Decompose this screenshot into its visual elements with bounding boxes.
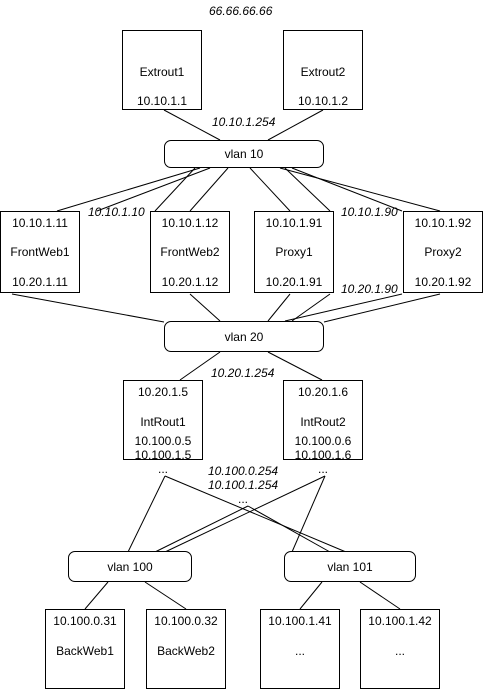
introut2-ip-top: 10.20.1.6 xyxy=(297,385,349,399)
extrout1-ip: 10.10.1.1 xyxy=(136,94,188,108)
introut2-more: ... xyxy=(318,462,329,476)
vlan20-gateway-label: 10.20.1.254 xyxy=(211,366,275,380)
link-frontweb1-vlan20 xyxy=(11,293,165,323)
link-vlan10-frontweb2 xyxy=(189,167,229,212)
link-frontweb2-vlan20 xyxy=(189,293,221,322)
introut1-node[interactable]: 10.20.1.5 IntRout1 10.100.0.5 10.100.1.5 xyxy=(123,380,203,462)
link-introut1-vlan101 xyxy=(164,475,347,553)
backend-host-42-node[interactable]: 10.100.1.42 ... xyxy=(360,609,440,689)
link-proxy1-vlan20 xyxy=(267,293,291,322)
external-ip-label: 66.66.66.66 xyxy=(209,4,273,18)
introut1-more: ... xyxy=(158,462,169,476)
link-vlan10-vip2-proxy1 xyxy=(284,167,331,212)
link-vlan101-backend2 xyxy=(359,581,401,610)
proxy1-ip-top: 10.10.1.91 xyxy=(265,216,323,230)
link-vip-vlan20-a xyxy=(284,293,403,322)
frontweb2-ip-top: 10.10.1.12 xyxy=(161,216,219,230)
link-vlan10-proxy1 xyxy=(249,167,291,212)
link-vlan20-introut2 xyxy=(267,351,323,381)
proxy1-node[interactable]: 10.10.1.91 Proxy1 10.20.1.91 xyxy=(254,211,334,293)
proxy2-name: Proxy2 xyxy=(424,245,462,259)
introut1-name: IntRout1 xyxy=(140,415,186,429)
link-vlan10-vip1-frontweb2 xyxy=(154,167,196,212)
frontweb2-name: FrontWeb2 xyxy=(160,245,220,259)
link-introut2-vlan100 xyxy=(164,475,326,553)
backweb2-node[interactable]: 10.100.0.32 BackWeb2 xyxy=(146,609,226,689)
link-vlan100-backweb1 xyxy=(84,581,109,610)
vlan100-node[interactable]: vlan 100 xyxy=(68,551,192,582)
backweb2-name: BackWeb2 xyxy=(157,644,215,658)
vlan101-label: vlan 101 xyxy=(327,559,373,574)
introut2-ip-a: 10.100.0.6 xyxy=(294,434,352,448)
introut1-ip-top: 10.20.1.5 xyxy=(137,385,189,399)
link-gw-vlan100 xyxy=(154,505,249,553)
vlan100-label: vlan 100 xyxy=(107,559,153,574)
extrout2-ip: 10.10.1.2 xyxy=(297,94,349,108)
link-introut1-vlan100 xyxy=(127,475,166,553)
int-gateway-vlan101: 10.100.1.254 xyxy=(208,478,279,492)
link-vlan10-vip2-proxy2 xyxy=(291,167,403,212)
backweb2-ip: 10.100.0.32 xyxy=(154,614,218,628)
backend-host-41-ip: 10.100.1.41 xyxy=(268,614,332,628)
backweb1-node[interactable]: 10.100.0.31 BackWeb1 xyxy=(45,609,125,689)
vlan101-node[interactable]: vlan 101 xyxy=(284,551,416,582)
vlan20-vip-label: 10.20.1.90 xyxy=(341,282,398,296)
int-gateway-more: ... xyxy=(238,492,249,506)
introut1-ip-b: 10.100.1.5 xyxy=(134,448,192,462)
link-extrout2-vlan10 xyxy=(267,109,324,141)
vlan10-vip-proxy: 10.10.1.90 xyxy=(341,205,398,219)
link-vlan10-vip1-frontweb1 xyxy=(96,167,211,212)
backend-host-42-ip: 10.100.1.42 xyxy=(368,614,432,628)
vlan10-node[interactable]: vlan 10 xyxy=(164,140,324,168)
introut2-node[interactable]: 10.20.1.6 IntRout2 10.100.0.6 10.100.1.6 xyxy=(283,380,363,462)
proxy2-ip-top: 10.10.1.92 xyxy=(414,216,472,230)
int-gateway-vlan100: 10.100.0.254 xyxy=(208,464,279,478)
vlan10-gateway-label: 10.10.1.254 xyxy=(212,115,276,129)
extrout2-name: Extrout2 xyxy=(300,65,346,79)
introut2-name: IntRout2 xyxy=(300,415,346,429)
vlan10-label: vlan 10 xyxy=(224,147,264,161)
frontweb1-name: FrontWeb1 xyxy=(10,245,70,259)
frontweb1-ip-bottom: 10.20.1.11 xyxy=(12,275,68,289)
link-gw-vlan101 xyxy=(247,505,331,553)
frontweb2-node[interactable]: 10.10.1.12 FrontWeb2 10.20.1.12 xyxy=(150,211,230,293)
backend-host-42-name: ... xyxy=(394,644,405,658)
link-vlan20-introut1 xyxy=(179,351,221,381)
backweb1-name: BackWeb1 xyxy=(56,644,114,658)
backend-host-41-node[interactable]: 10.100.1.41 ... xyxy=(260,609,340,689)
vlan10-vip-front: 10.10.1.10 xyxy=(88,205,145,219)
link-vlan10-frontweb1 xyxy=(56,167,201,212)
proxy2-node[interactable]: 10.10.1.92 Proxy2 10.20.1.92 xyxy=(403,211,483,293)
introut1-ip-a: 10.100.0.5 xyxy=(134,434,192,448)
frontweb1-ip-top: 10.10.1.11 xyxy=(12,216,68,230)
link-vip-vlan20-b xyxy=(291,293,331,322)
link-extrout1-vlan10 xyxy=(163,109,221,141)
frontweb1-node[interactable]: 10.10.1.11 FrontWeb1 10.20.1.11 xyxy=(0,211,80,293)
frontweb2-ip-bottom: 10.20.1.12 xyxy=(161,275,219,289)
vlan20-node[interactable]: vlan 20 xyxy=(164,321,324,352)
extrout1-name: Extrout1 xyxy=(139,65,185,79)
introut2-ip-b: 10.100.1.6 xyxy=(294,448,352,462)
vlan20-label: vlan 20 xyxy=(224,329,264,344)
proxy2-ip-bottom: 10.20.1.92 xyxy=(414,275,472,289)
link-vlan100-backweb2 xyxy=(144,581,187,610)
extrout2-node[interactable]: Extrout2 10.10.1.2 xyxy=(283,30,363,110)
backweb1-ip: 10.100.0.31 xyxy=(53,614,117,628)
proxy1-ip-bottom: 10.20.1.91 xyxy=(265,275,323,289)
link-vlan10-proxy2 xyxy=(279,167,441,212)
proxy1-name: Proxy1 xyxy=(275,245,313,259)
backend-host-41-name: ... xyxy=(294,644,305,658)
link-introut2-vlan101 xyxy=(291,475,326,553)
link-proxy2-vlan20 xyxy=(323,293,441,323)
extrout1-node[interactable]: Extrout1 10.10.1.1 xyxy=(122,30,202,110)
link-vlan101-backend1 xyxy=(299,581,323,610)
